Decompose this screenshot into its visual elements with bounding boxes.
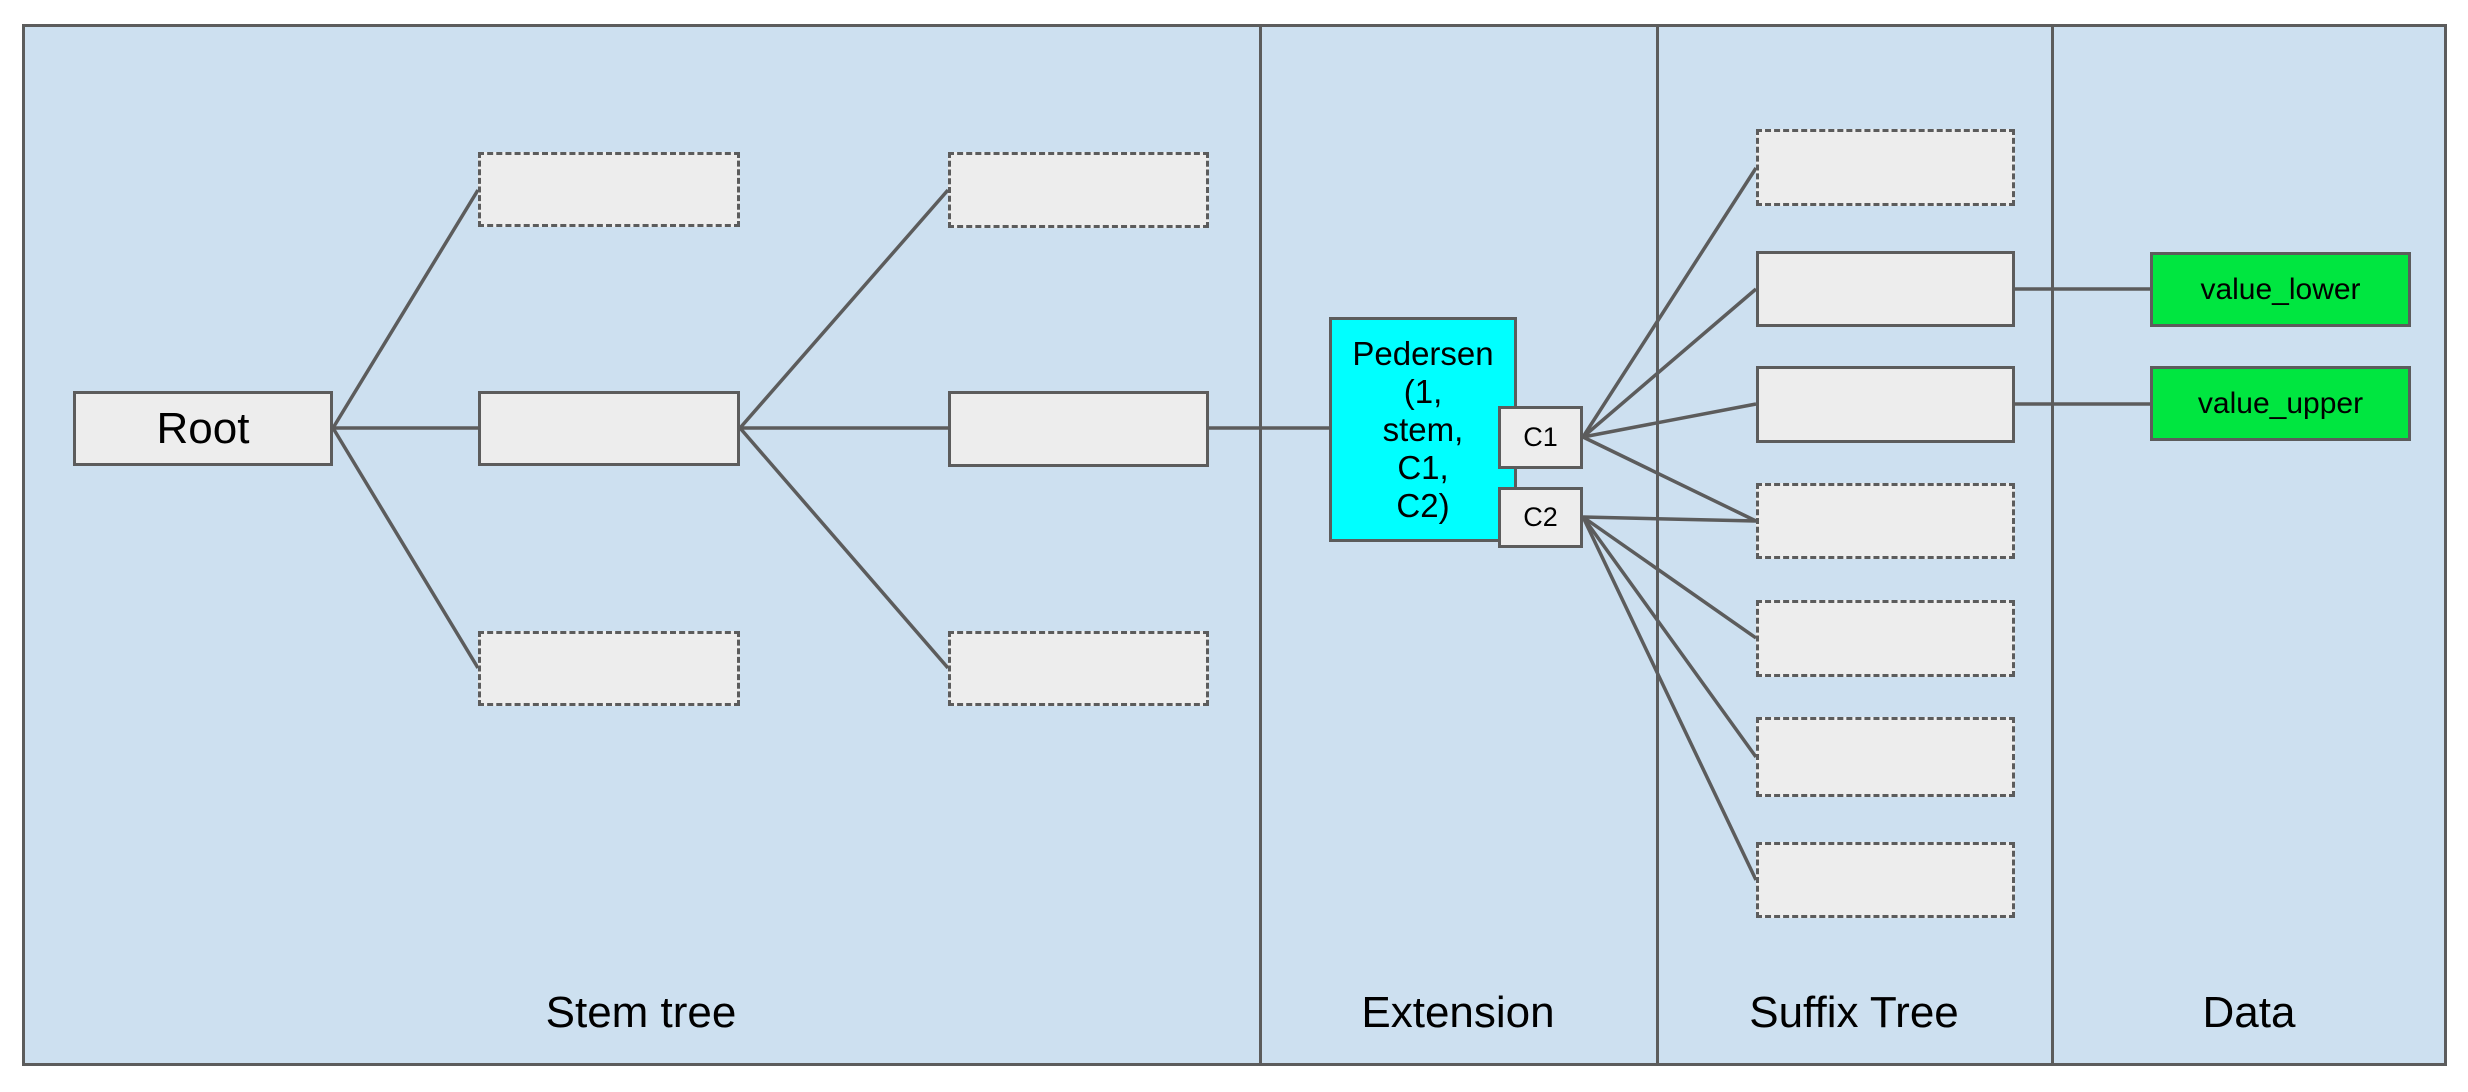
c2-node: C2	[1498, 487, 1583, 548]
root-node-label: Root	[156, 403, 250, 453]
stem-l1-top-placeholder	[478, 152, 740, 227]
c1-node-label: C1	[1523, 422, 1558, 452]
suffix-node-3	[1756, 366, 2015, 443]
divider-suffix-data	[2051, 24, 2054, 1066]
stem-l2-bottom-placeholder	[948, 631, 1209, 706]
stem-l2-mid-node	[948, 391, 1209, 467]
section-label-data: Data	[2202, 988, 2296, 1037]
value-upper-label: value_upper	[2197, 386, 2364, 420]
suffix-placeholder-1	[1756, 129, 2015, 206]
divider-extension-suffix	[1656, 24, 1659, 1066]
section-label-stem-tree: Stem tree	[545, 988, 737, 1037]
c2-node-label: C2	[1523, 502, 1558, 532]
value-lower-label: value_lower	[2200, 272, 2361, 306]
suffix-placeholder-7	[1756, 842, 2015, 918]
suffix-placeholder-5	[1756, 600, 2015, 677]
suffix-placeholder-4	[1756, 483, 2015, 559]
suffix-placeholder-6	[1756, 717, 2015, 797]
section-label-extension: Extension	[1361, 988, 1555, 1037]
divider-stem-extension	[1259, 24, 1262, 1066]
diagram-frame	[22, 24, 2447, 1066]
section-label-suffix-tree: Suffix Tree	[1749, 988, 1959, 1037]
stem-l2-top-placeholder	[948, 152, 1209, 228]
value-lower-node: value_lower	[2150, 252, 2411, 327]
value-upper-node: value_upper	[2150, 366, 2411, 441]
c1-node: C1	[1498, 406, 1583, 469]
stem-l1-mid-node	[478, 391, 740, 466]
suffix-node-2	[1756, 251, 2015, 327]
root-node: Root	[73, 391, 333, 466]
stem-l1-bottom-placeholder	[478, 631, 740, 706]
pedersen-commitment-label: Pedersen (1, stem, C1, C2)	[1352, 334, 1494, 524]
pedersen-commitment-node: Pedersen (1, stem, C1, C2)	[1329, 317, 1517, 542]
